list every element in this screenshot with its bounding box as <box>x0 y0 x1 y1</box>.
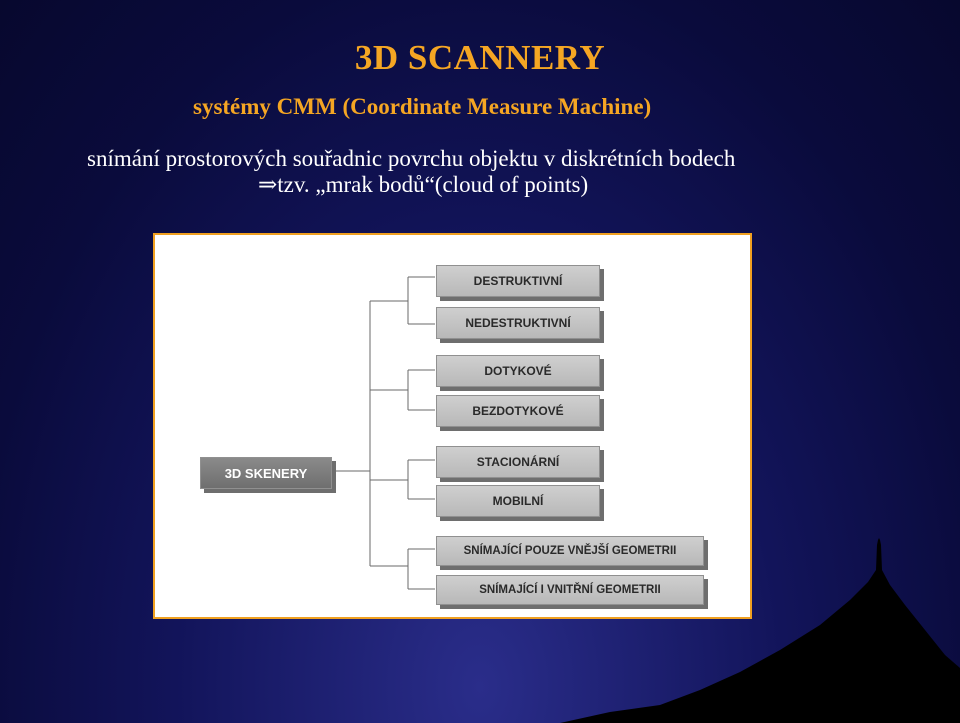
node-stacionarni: STACIONÁRNÍ <box>436 446 600 478</box>
description-line: snímání prostorových souřadnic povrchu o… <box>87 146 735 172</box>
description-line-2: ⇒tzv. „mrak bodů“(cloud of points) <box>258 172 588 198</box>
node-nedestruktivni: NEDESTRUKTIVNÍ <box>436 307 600 339</box>
node-snimajici-vnitrni: SNÍMAJÍCÍ I VNITŘNÍ GEOMETRII <box>436 575 704 605</box>
node-snimajici-vnejsi: SNÍMAJÍCÍ POUZE VNĚJŠÍ GEOMETRII <box>436 536 704 566</box>
classification-diagram: 3D SKENERY DESTRUKTIVNÍ NEDESTRUKTIVNÍ D… <box>153 233 752 619</box>
node-mobilni: MOBILNÍ <box>436 485 600 517</box>
slide-title: 3D SCANNERY <box>0 38 960 78</box>
node-bezdotykove: BEZDOTYKOVÉ <box>436 395 600 427</box>
node-destruktivni: DESTRUKTIVNÍ <box>436 265 600 297</box>
cloud-of-points-text: tzv. „mrak bodů“(cloud of points) <box>277 172 588 197</box>
root-node: 3D SKENERY <box>200 457 332 489</box>
slide-subtitle: systémy CMM (Coordinate Measure Machine) <box>193 94 651 120</box>
node-dotykove: DOTYKOVÉ <box>436 355 600 387</box>
implies-arrow-icon: ⇒ <box>258 172 277 197</box>
